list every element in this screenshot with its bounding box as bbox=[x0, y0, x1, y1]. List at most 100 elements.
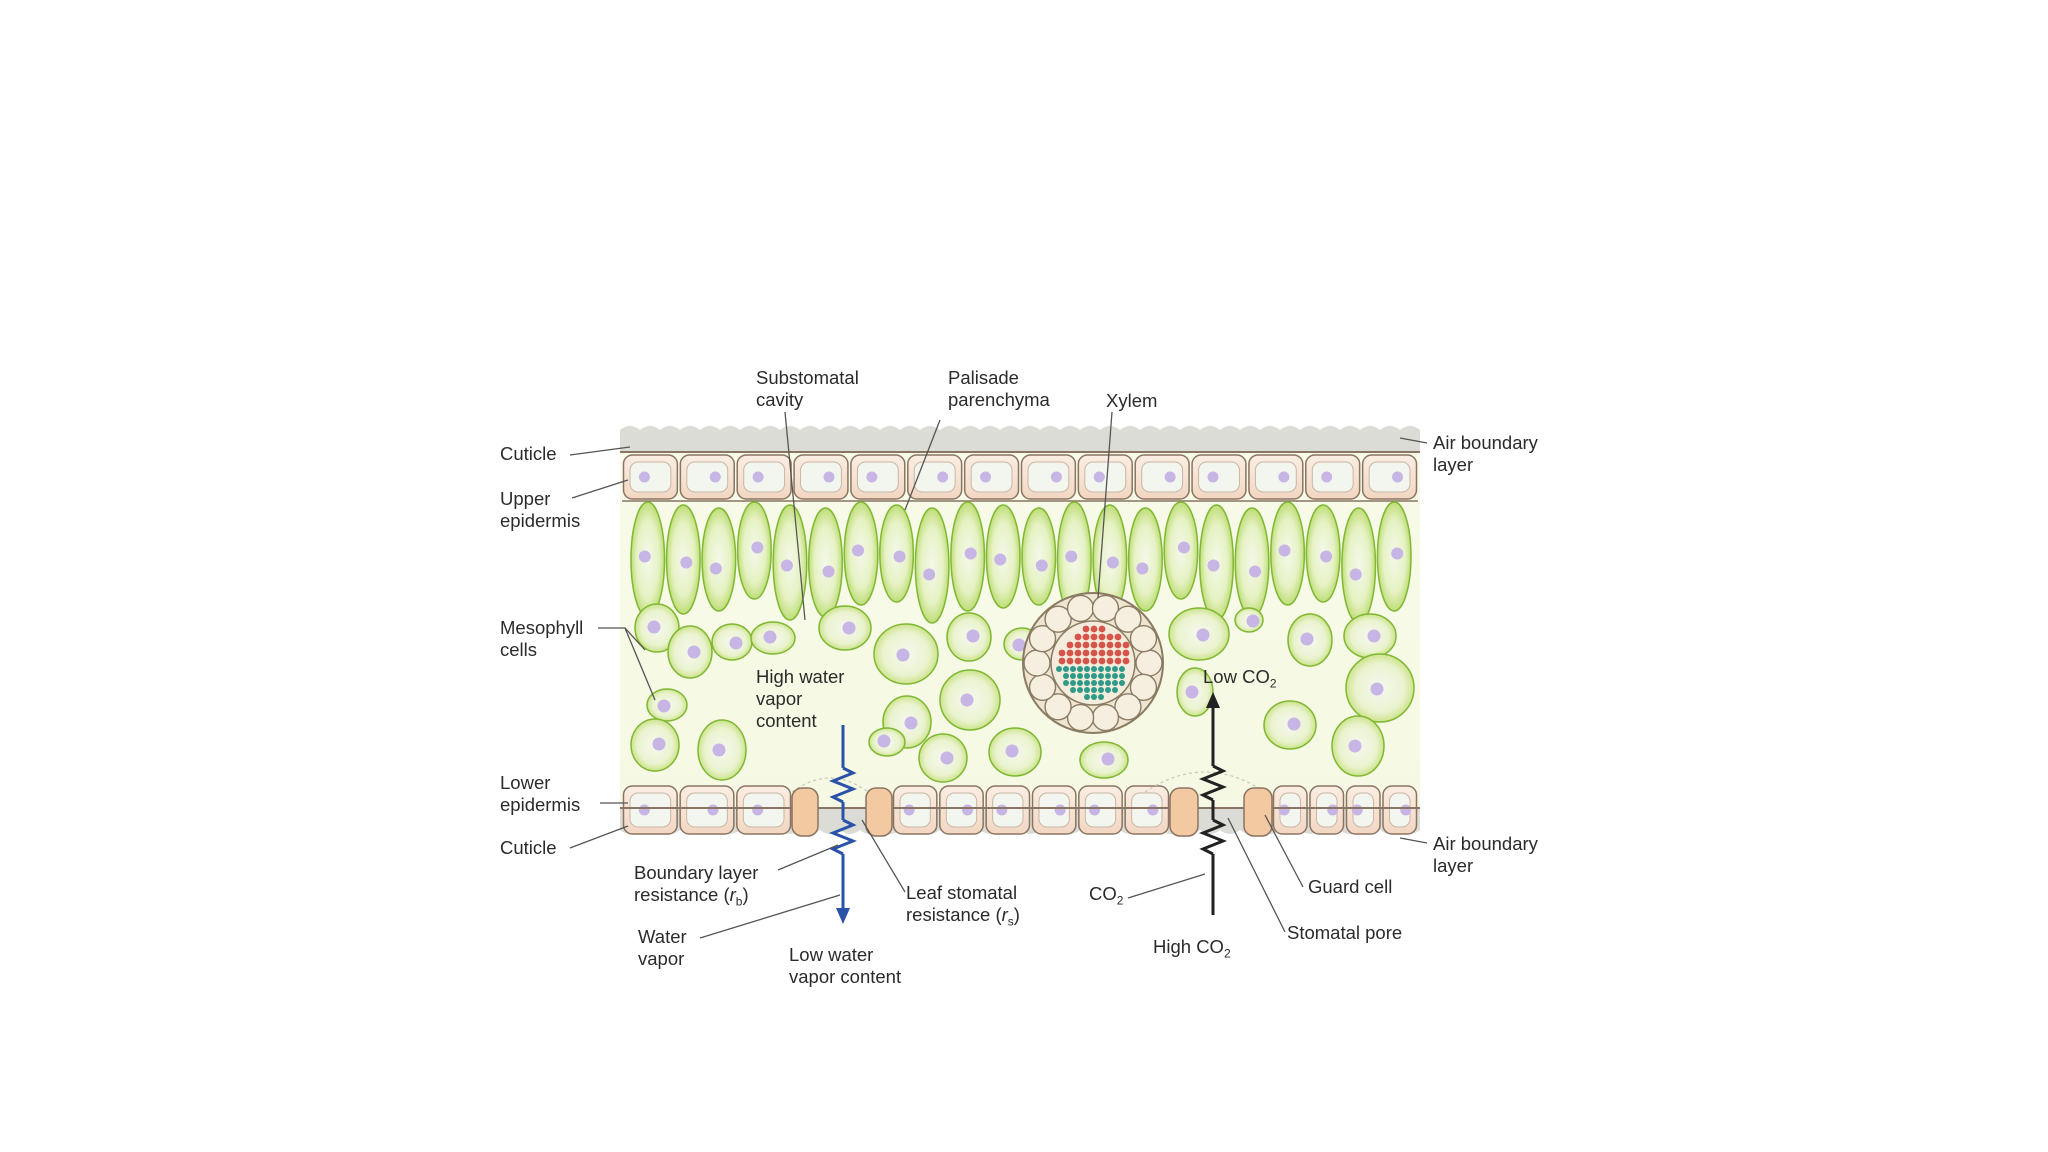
label-xylem: Xylem bbox=[1106, 390, 1158, 411]
lower-epidermis-cell bbox=[1382, 785, 1418, 835]
phloem-cell bbox=[1119, 666, 1125, 672]
phloem-cell bbox=[1070, 673, 1076, 679]
label-boundary-layer-resistance: Boundary layer resistance (rb) bbox=[634, 862, 759, 909]
phloem-cell bbox=[1070, 666, 1076, 672]
xylem-vessel bbox=[1098, 641, 1106, 649]
mesophyll-cell bbox=[630, 718, 680, 772]
xylem-vessel bbox=[1114, 641, 1122, 649]
bundle-sheath-cell bbox=[1066, 703, 1095, 732]
palisade-cell bbox=[1270, 501, 1306, 606]
xylem-vessel bbox=[1114, 633, 1122, 641]
xylem-vessel bbox=[1114, 649, 1122, 657]
upper-epidermis-cell bbox=[1020, 454, 1077, 500]
bundle-sheath-cell bbox=[1114, 605, 1142, 633]
palisade-cell bbox=[914, 507, 950, 624]
lower-epidermis-cell bbox=[1124, 785, 1170, 835]
palisade-cell bbox=[736, 501, 772, 600]
lower-epidermis-cell bbox=[1309, 785, 1345, 835]
xylem-vessel bbox=[1090, 657, 1098, 665]
mesophyll-cell bbox=[1079, 741, 1129, 779]
xylem-vessel bbox=[1074, 633, 1082, 641]
mesophyll-cell bbox=[634, 603, 680, 653]
phloem-cell bbox=[1077, 680, 1083, 686]
leader-lines bbox=[569, 411, 1428, 939]
lower-epidermis-cell bbox=[939, 785, 984, 835]
lower-epidermis-cell bbox=[679, 785, 735, 835]
phloem-cell bbox=[1112, 687, 1118, 693]
phloem-cell bbox=[1098, 687, 1104, 693]
phloem-cell bbox=[1063, 666, 1069, 672]
upper-epidermis-cell bbox=[1248, 454, 1304, 500]
upper-epidermis-cell bbox=[1134, 454, 1190, 500]
upper-epidermis-cell bbox=[907, 454, 963, 500]
phloem-cell bbox=[1084, 680, 1090, 686]
left-stoma bbox=[791, 777, 893, 837]
phloem-cell bbox=[1105, 666, 1111, 672]
mesophyll-cell bbox=[1331, 715, 1385, 777]
xylem-vessel bbox=[1106, 649, 1114, 657]
xylem-vessel bbox=[1090, 641, 1098, 649]
xylem-vessel bbox=[1066, 641, 1074, 649]
xylem-vessel bbox=[1114, 657, 1122, 665]
mesophyll-cell bbox=[873, 623, 939, 685]
palisade-cell bbox=[950, 501, 986, 612]
upper-epidermis-cell bbox=[679, 454, 735, 500]
mesophyll-cell bbox=[868, 727, 906, 757]
upper-epidermis-cell bbox=[1305, 454, 1361, 500]
palisade-cell bbox=[1341, 507, 1377, 624]
upper-epidermis-cell bbox=[850, 454, 906, 500]
palisade-cell bbox=[1234, 507, 1270, 618]
water-vapor-path bbox=[828, 725, 858, 924]
mesophyll-cell bbox=[1234, 607, 1264, 633]
palisade-cell bbox=[701, 507, 737, 612]
phloem-cell bbox=[1084, 673, 1090, 679]
phloem-cell bbox=[1119, 673, 1125, 679]
xylem-vessel bbox=[1074, 657, 1082, 665]
mesophyll-cell bbox=[988, 727, 1042, 777]
lower-epidermis-cell bbox=[622, 785, 678, 835]
co2-arrowhead bbox=[1206, 692, 1220, 708]
xylem-vessel bbox=[1058, 657, 1066, 665]
xylem-vessel bbox=[1082, 625, 1090, 633]
xylem-vessel bbox=[1082, 633, 1090, 641]
phloem-cell bbox=[1084, 694, 1090, 700]
xylem-vessel bbox=[1082, 649, 1090, 657]
phloem-cell bbox=[1091, 666, 1097, 672]
mesophyll-cell bbox=[1263, 700, 1317, 750]
palisade-cell bbox=[985, 504, 1021, 609]
phloem-cells bbox=[1056, 666, 1125, 700]
palisade-cell bbox=[879, 504, 915, 603]
phloem-cell bbox=[1112, 680, 1118, 686]
palisade-cell bbox=[1056, 501, 1092, 618]
label-cuticle-bottom: Cuticle bbox=[500, 837, 557, 858]
bundle-sheath-cell bbox=[1028, 625, 1057, 653]
lower-epidermis-cells bbox=[622, 785, 1418, 835]
bundle-sheath-cell bbox=[1114, 693, 1142, 721]
xylem-vessel bbox=[1098, 649, 1106, 657]
mesophyll-cell bbox=[946, 612, 992, 662]
palisade-cell bbox=[1127, 507, 1163, 612]
upper-epidermis-cells bbox=[622, 454, 1418, 502]
upper-epidermis-cell bbox=[963, 454, 1020, 500]
lower-epidermis-cell bbox=[1272, 785, 1308, 835]
upper-epidermis-cell bbox=[622, 454, 679, 500]
palisade-cell bbox=[1021, 507, 1057, 606]
mesophyll-cell bbox=[667, 625, 713, 679]
bundle-sheath-cell bbox=[1044, 693, 1072, 721]
xylem-vessel bbox=[1106, 641, 1114, 649]
palisade-cell bbox=[843, 501, 879, 606]
label-co2: CO2 bbox=[1089, 883, 1124, 908]
bundle-sheath-cell bbox=[1129, 625, 1158, 653]
palisade-cell bbox=[1198, 504, 1235, 621]
mesophyll-cell bbox=[646, 688, 688, 722]
xylem-vessel bbox=[1090, 649, 1098, 657]
upper-epidermis-cell bbox=[1361, 454, 1418, 500]
co2-path bbox=[1198, 692, 1228, 915]
